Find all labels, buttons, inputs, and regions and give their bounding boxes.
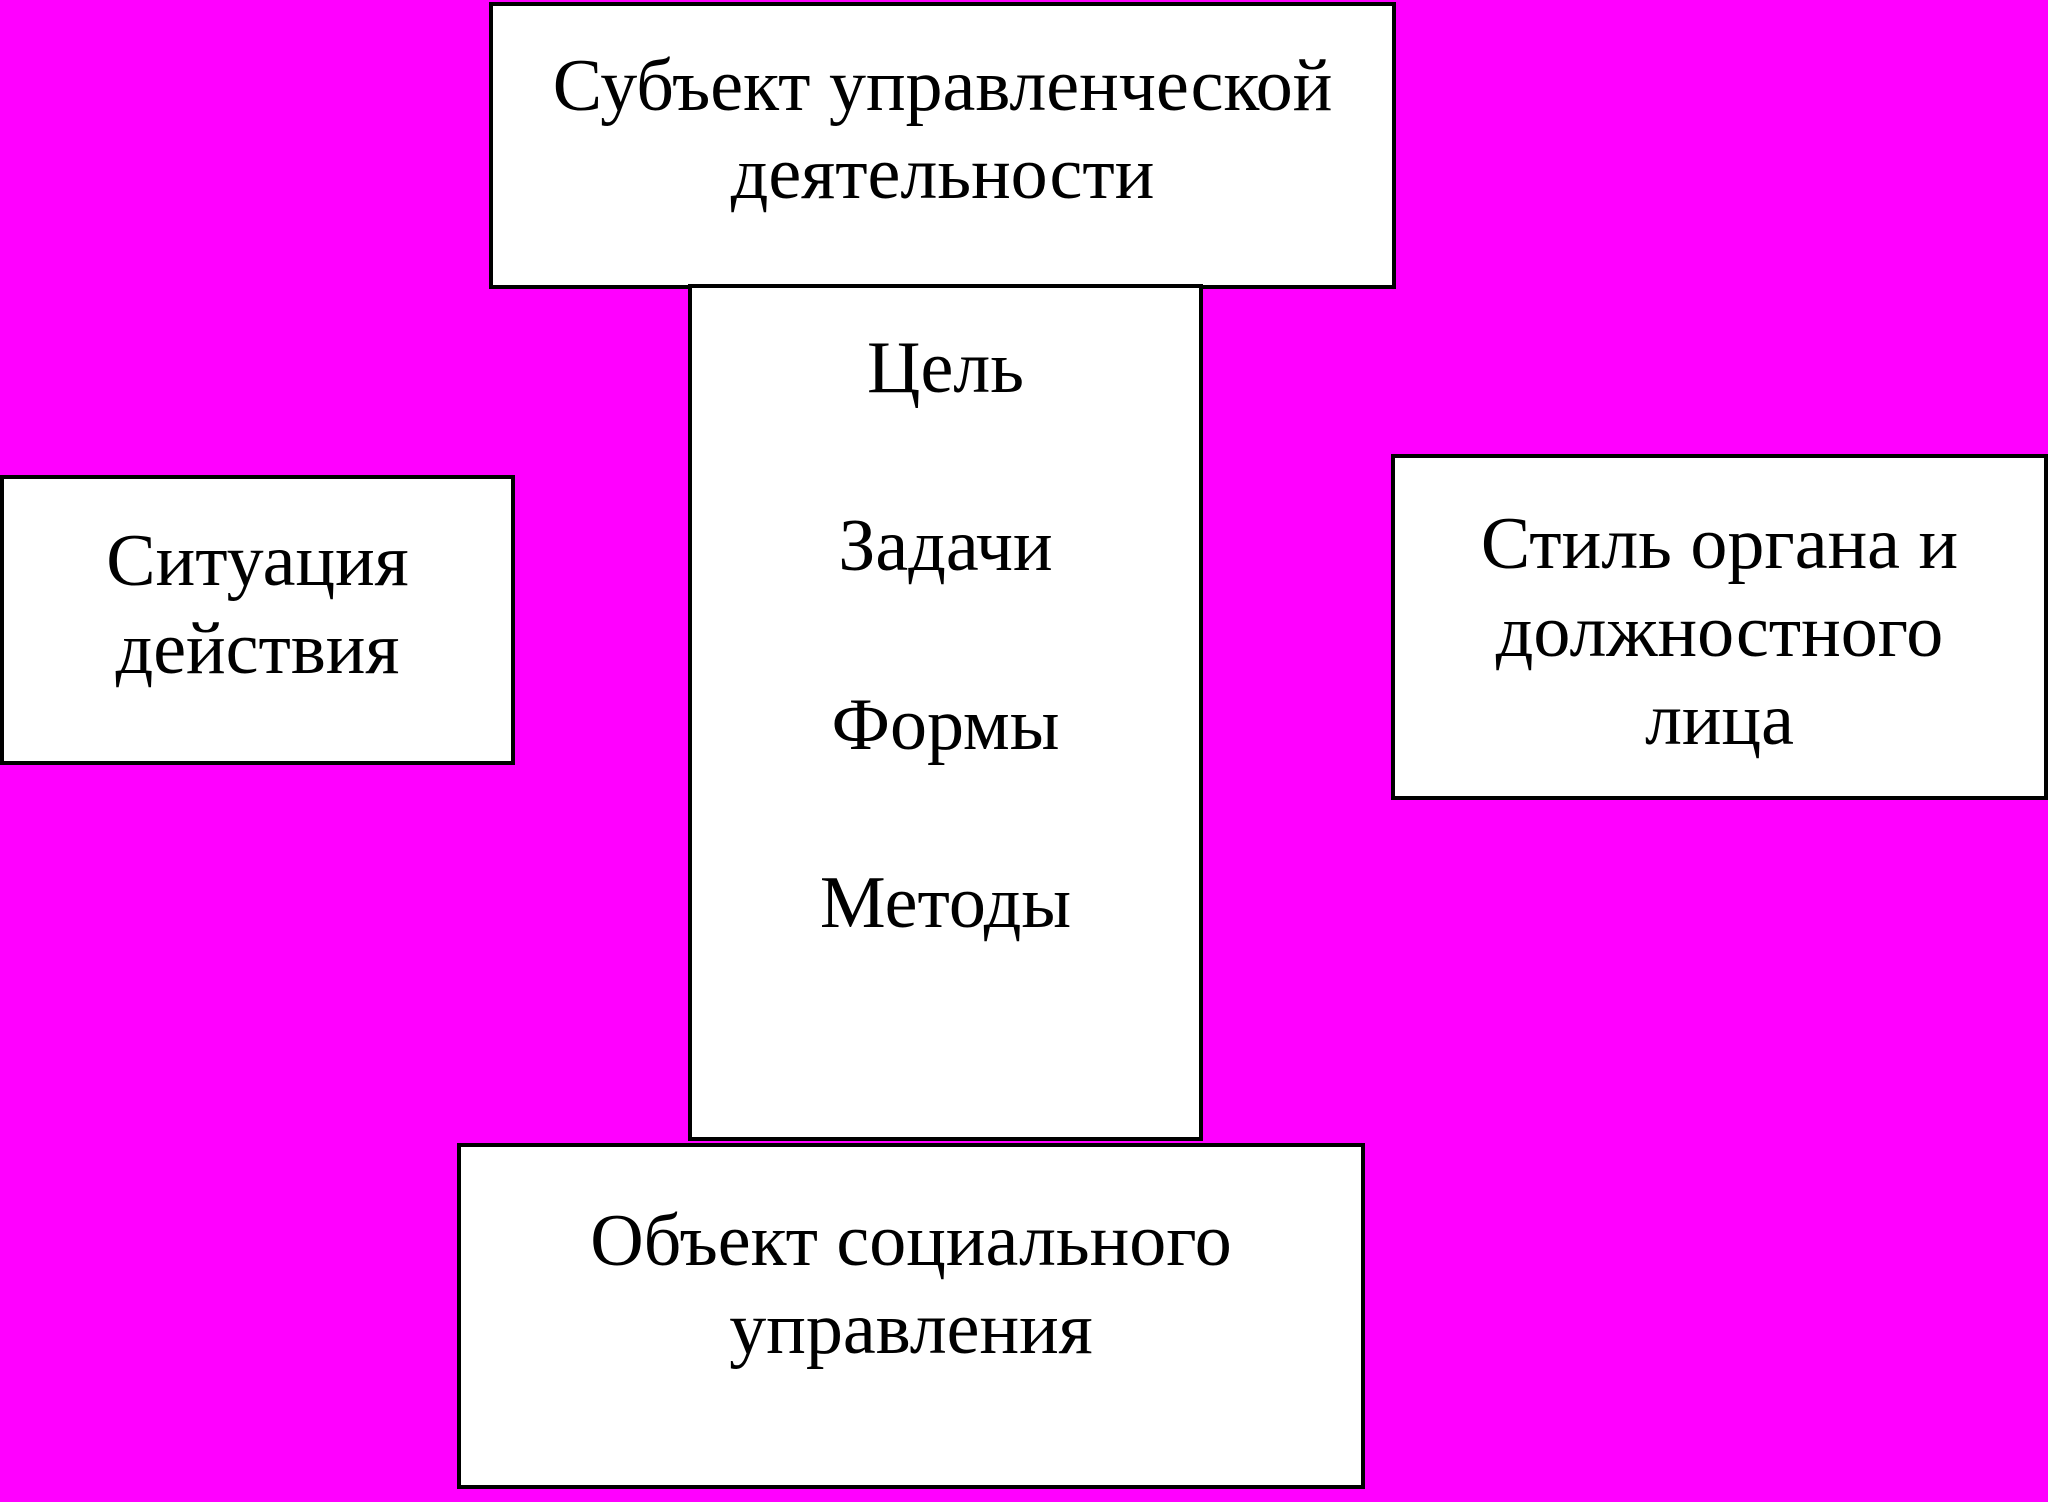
- subject-line-1: Субъект управленческой: [552, 45, 1333, 127]
- stem-item-tasks: Задачи: [838, 505, 1053, 587]
- object-box: Объект социального управления: [457, 1143, 1365, 1489]
- subject-text: Субъект управленческой деятельности: [493, 42, 1392, 218]
- object-text: Объект социального управления: [461, 1197, 1361, 1373]
- situation-line-1: Ситуация: [106, 520, 409, 602]
- style-line-1: Стиль органа и: [1480, 503, 1959, 585]
- object-line-2: управления: [729, 1288, 1093, 1370]
- stem-item-methods: Методы: [819, 862, 1072, 944]
- style-line-3: лица: [1645, 679, 1794, 761]
- style-text: Стиль органа и должностного лица: [1395, 500, 2044, 764]
- situation-text: Ситуация действия: [4, 517, 511, 693]
- stem-item-goal: Цель: [867, 327, 1024, 409]
- style-line-2: должностного: [1495, 591, 1944, 673]
- situation-line-2: действия: [115, 608, 400, 690]
- subject-box: Субъект управленческой деятельности: [489, 2, 1396, 289]
- stem-column: Цель Задачи Формы Методы: [688, 284, 1203, 1141]
- stem-item-forms: Формы: [831, 684, 1060, 766]
- subject-line-2: деятельности: [730, 133, 1155, 215]
- style-box: Стиль органа и должностного лица: [1391, 454, 2048, 800]
- object-line-1: Объект социального: [590, 1200, 1232, 1282]
- situation-box: Ситуация действия: [0, 475, 515, 765]
